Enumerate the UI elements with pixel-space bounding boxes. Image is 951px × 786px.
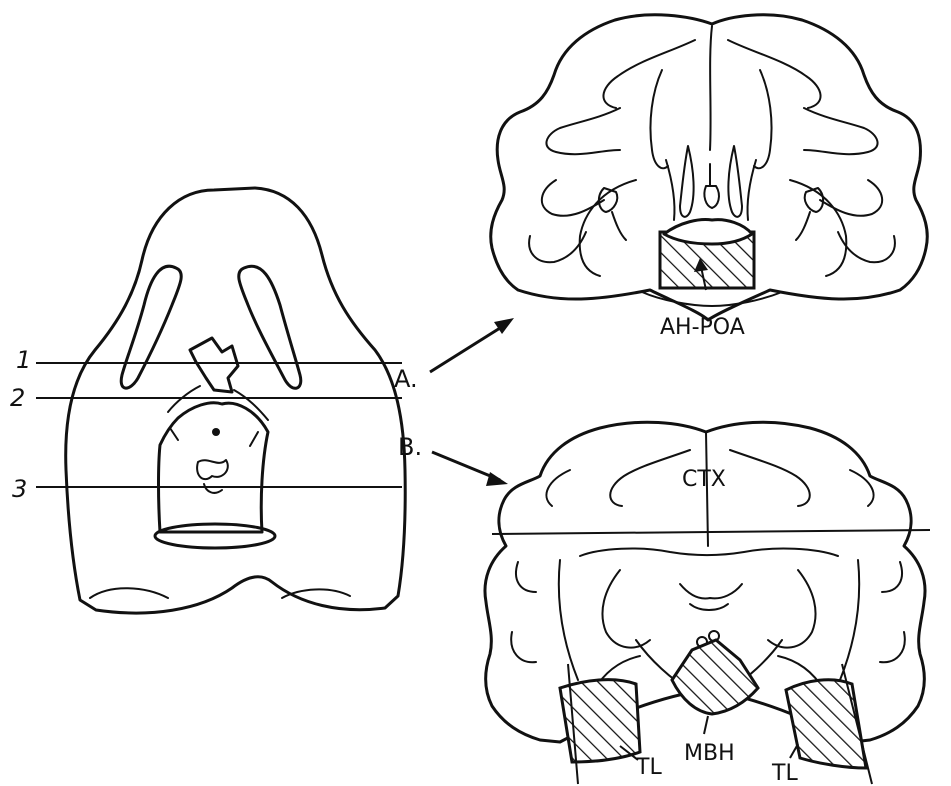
coronal-section-b: CTX MBH: [485, 422, 930, 786]
section-b-cut-line: [492, 530, 930, 534]
pituitary-mark: [212, 428, 220, 436]
arrow-a: [430, 323, 508, 372]
panel-arrows: A. B.: [394, 318, 514, 486]
optic-chiasm: [190, 338, 238, 392]
section-label-1: 1: [16, 346, 31, 374]
mbh-label: MBH: [684, 741, 735, 766]
panel-a-letter: A.: [394, 365, 418, 393]
brainstem-outline: [159, 403, 269, 532]
right-olfactory-tract: [239, 266, 301, 388]
spinal-cord-cut: [155, 524, 275, 548]
ventral-brain-view: [66, 188, 406, 613]
mbh-lesion: [672, 640, 758, 714]
coronal-section-a: AH-POA: [491, 15, 928, 340]
left-olfactory-tract: [121, 266, 181, 388]
ctx-label: CTX: [682, 467, 726, 492]
ah-poa-label: AH-POA: [660, 315, 745, 340]
tl-left-label: TL: [635, 755, 662, 780]
panel-b-letter: B.: [398, 433, 422, 461]
tl-right-label: TL: [771, 761, 798, 786]
right-tl-lesion: [786, 680, 866, 768]
section-label-2: 2: [10, 384, 25, 412]
section-label-3: 3: [12, 475, 27, 503]
